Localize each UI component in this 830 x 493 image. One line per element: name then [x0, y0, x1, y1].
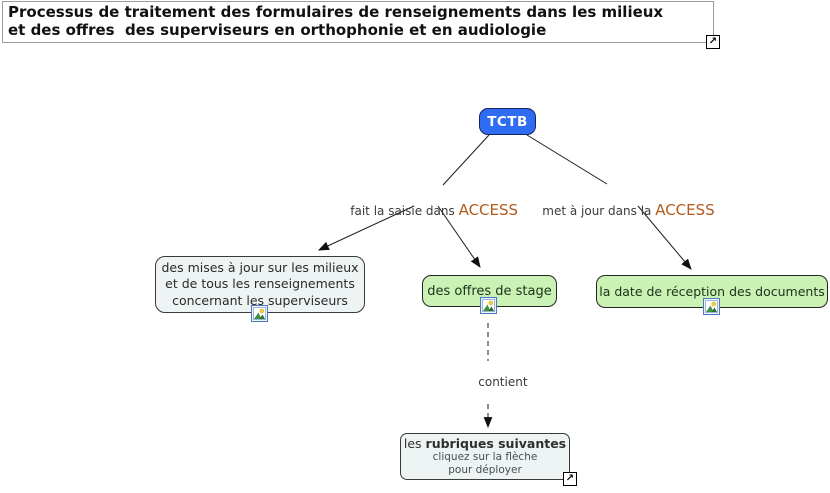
linking-phrase-saisie[interactable]: fait la saisie dans ACCESS: [335, 187, 518, 233]
node-rubriques-bold: rubriques suivantes: [425, 436, 567, 451]
image-resource-icon[interactable]: [703, 298, 720, 315]
node-mises-a-jour-line3: concernant les superviseurs: [172, 292, 348, 308]
map-title: Processus de traitement des formulaires …: [2, 1, 714, 43]
map-title-line2: et des offres des superviseurs en orthop…: [8, 21, 547, 39]
image-resource-icon[interactable]: [251, 305, 268, 322]
node-date-reception-label: la date de réception des documents: [599, 284, 825, 299]
line-root-to-update: [526, 134, 608, 185]
linking-phrase-contient-text: contient: [478, 375, 528, 389]
node-mises-a-jour[interactable]: des mises à jour sur les milieux et de t…: [155, 256, 365, 313]
linking-phrase-update[interactable]: met à jour dans la ACCESS: [527, 187, 715, 233]
node-tctb[interactable]: TCTB: [479, 108, 536, 135]
node-mises-a-jour-line1: des mises à jour sur les milieux: [161, 259, 359, 275]
linking-phrase-saisie-text: fait la saisie dans: [350, 204, 459, 218]
line-saisie-to-updates: [318, 205, 415, 251]
node-rubriques-suivantes[interactable]: les rubriques suivantes cliquez sur la f…: [400, 433, 570, 480]
node-tctb-label: TCTB: [487, 113, 528, 130]
linking-phrase-update-access: ACCESS: [655, 201, 715, 219]
map-title-line1: Processus de traitement des formulaires …: [8, 3, 664, 21]
node-rubriques-line3: pour déployer: [448, 464, 522, 476]
image-resource-icon[interactable]: [480, 297, 497, 314]
arrow-ne-icon: ↗: [565, 473, 575, 484]
node-rubriques-line1: les rubriques suivantes: [404, 436, 566, 451]
node-rubriques-line2: cliquez sur la flèche: [432, 451, 538, 463]
line-saisie-to-offers: [437, 205, 481, 268]
node-mises-a-jour-line2: et de tous les renseignements: [165, 276, 355, 292]
node-offres-de-stage[interactable]: des offres de stage: [422, 275, 557, 307]
linking-phrase-update-text: met à jour dans la: [542, 204, 656, 218]
linking-phrase-saisie-access: ACCESS: [458, 201, 519, 219]
title-hyperlink-arrow-icon[interactable]: ↗: [706, 35, 720, 49]
linking-phrase-contient[interactable]: contient: [461, 361, 530, 403]
line-root-to-saisie: [442, 134, 490, 186]
rubriques-hyperlink-arrow-icon[interactable]: ↗: [563, 472, 577, 486]
node-rubriques-prefix: les: [403, 436, 426, 451]
node-offres-label: des offres de stage: [427, 283, 552, 299]
arrow-ne-icon: ↗: [708, 36, 718, 47]
line-update-to-reception: [637, 205, 692, 270]
